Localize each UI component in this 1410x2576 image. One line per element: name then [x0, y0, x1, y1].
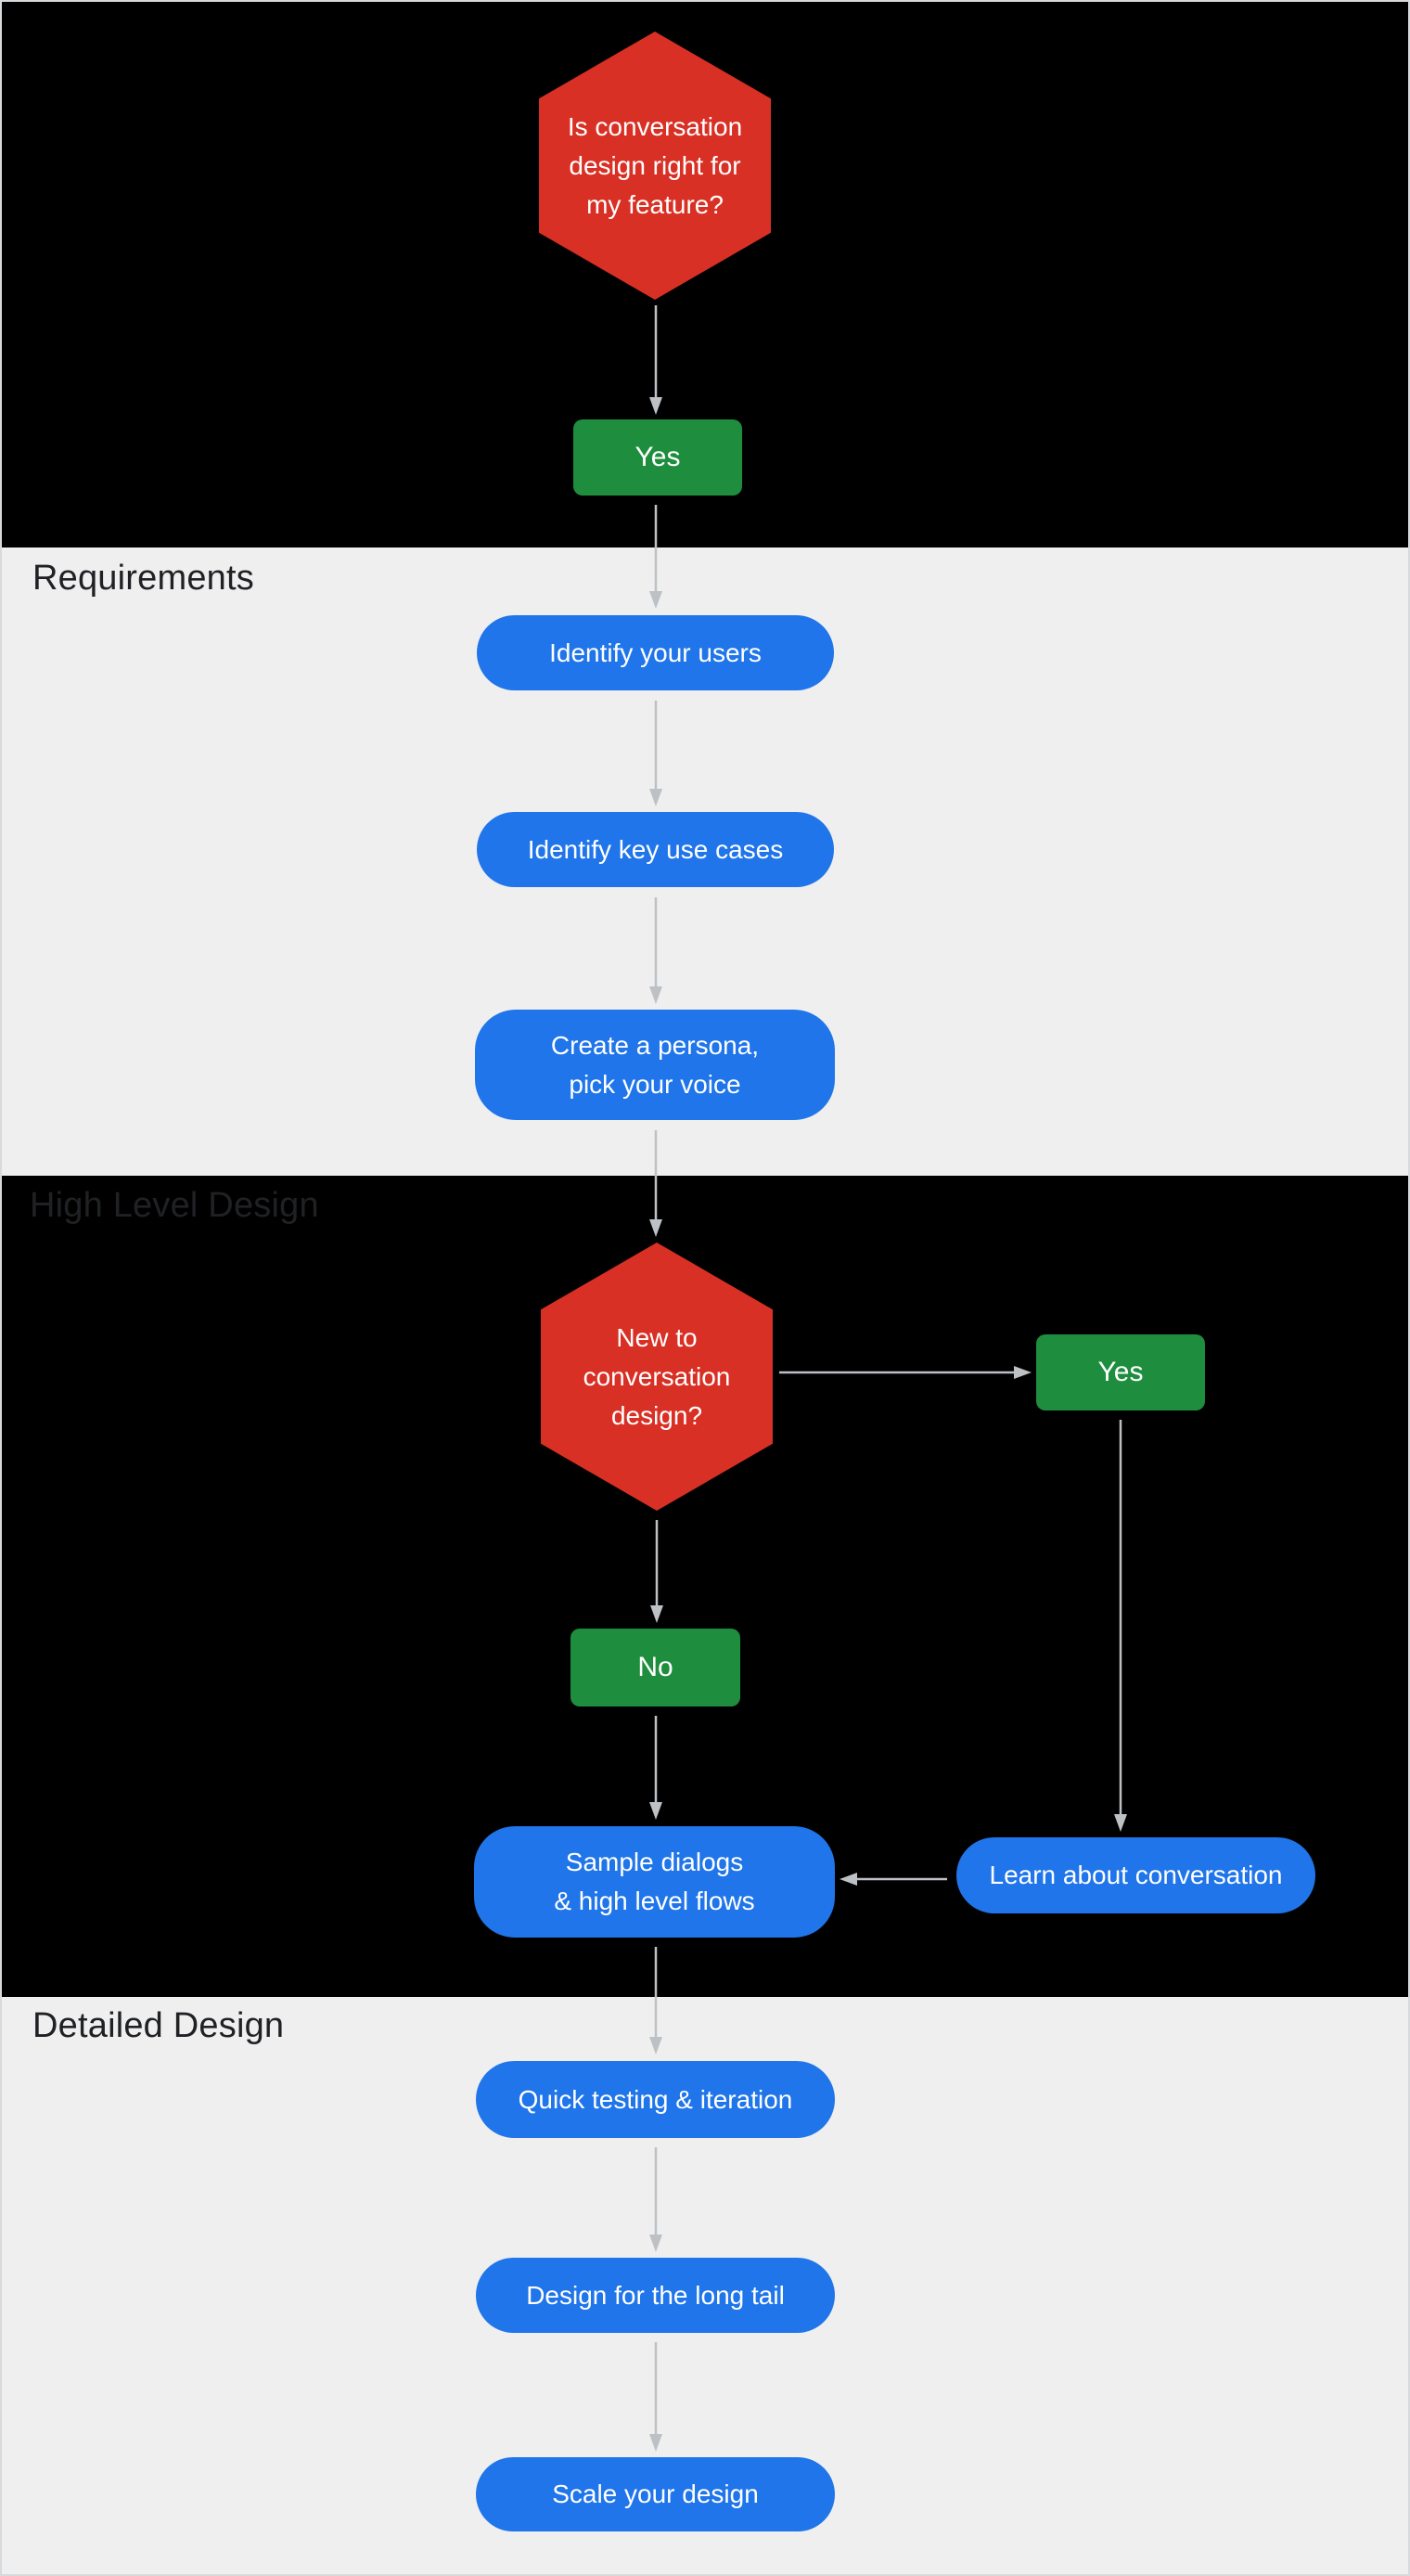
step-identify-your-users[interactable]: Identify your users [477, 615, 834, 690]
step-label: Identify your users [549, 638, 762, 667]
step-label: Quick testing & iteration [518, 2084, 793, 2114]
yes-button-top[interactable]: Yes [573, 419, 742, 496]
step-label: Scale your design [552, 2479, 759, 2508]
step-label: Learn about conversation [989, 1861, 1283, 1889]
decision-label: New to conversation design? [583, 1322, 731, 1430]
step-quick-testing-iteration[interactable]: Quick testing & iteration [476, 2061, 835, 2138]
step-label: Design for the long tail [526, 2280, 785, 2310]
decision-is-conversation-design-right: Is conversation design right for my feat… [539, 32, 771, 300]
section-label-detailed-design: Detailed Design [32, 2006, 285, 2045]
decision-label: Is conversation design right for my feat… [567, 111, 743, 219]
no-button[interactable]: No [570, 1629, 740, 1707]
section-label-high-level-design: High Level Design [30, 1186, 319, 1225]
no-button-label: No [637, 1652, 673, 1682]
step-sample-dialogs-high-level-flows[interactable]: Sample dialogs & high level flows [474, 1826, 835, 1938]
step-label: Create a persona, pick your voice [550, 1030, 760, 1099]
step-design-for-long-tail[interactable]: Design for the long tail [476, 2258, 835, 2333]
section-label-requirements: Requirements [32, 559, 254, 598]
step-label: Sample dialogs & high level flows [554, 1848, 755, 1915]
step-label: Identify key use cases [527, 834, 784, 864]
step-create-persona-pick-voice[interactable]: Create a persona, pick your voice [475, 1010, 835, 1120]
step-scale-your-design[interactable]: Scale your design [476, 2457, 835, 2531]
yes-button-label: Yes [1097, 1357, 1144, 1387]
step-learn-about-conversation[interactable]: Learn about conversation [956, 1837, 1315, 1913]
step-identify-key-use-cases[interactable]: Identify key use cases [477, 812, 834, 887]
yes-button-label: Yes [634, 442, 681, 472]
yes-button-right[interactable]: Yes [1036, 1334, 1205, 1410]
